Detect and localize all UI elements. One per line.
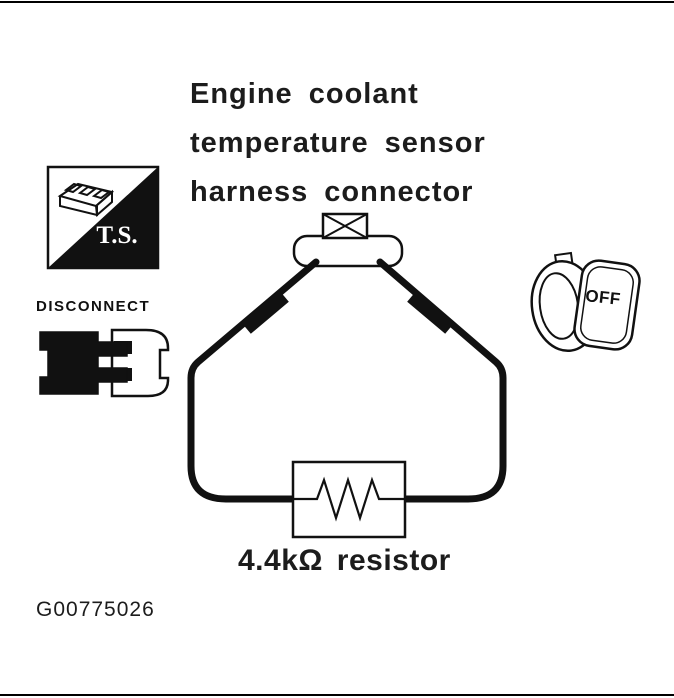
ts-connector-glyph: [57, 182, 115, 218]
connector-x-box: [321, 212, 369, 240]
figure-id: G00775026: [36, 598, 155, 621]
resistor-symbol: [291, 460, 407, 539]
disconnect-connector-icon: [39, 328, 170, 398]
wire-left: [187, 258, 320, 503]
harness-connector-symbol: [292, 212, 404, 268]
test-sensor-icon: [46, 165, 160, 270]
disconnect-label: DISCONNECT: [36, 298, 151, 315]
wire-right: [376, 258, 507, 503]
terminal-sleeve-right: [407, 290, 455, 334]
ignition-key-icon: [530, 251, 641, 353]
terminal-sleeve-left: [241, 290, 289, 334]
test-sensor-label: T.S.: [96, 222, 138, 249]
top-border-line: [0, 1, 674, 3]
resistor-zigzag: [293, 476, 405, 522]
diagram-title: Engine coolant temperature sensor harnes…: [190, 78, 486, 208]
resistor-value-label: 4.4kΩ resistor: [238, 544, 451, 577]
bottom-border-line: [0, 694, 674, 696]
